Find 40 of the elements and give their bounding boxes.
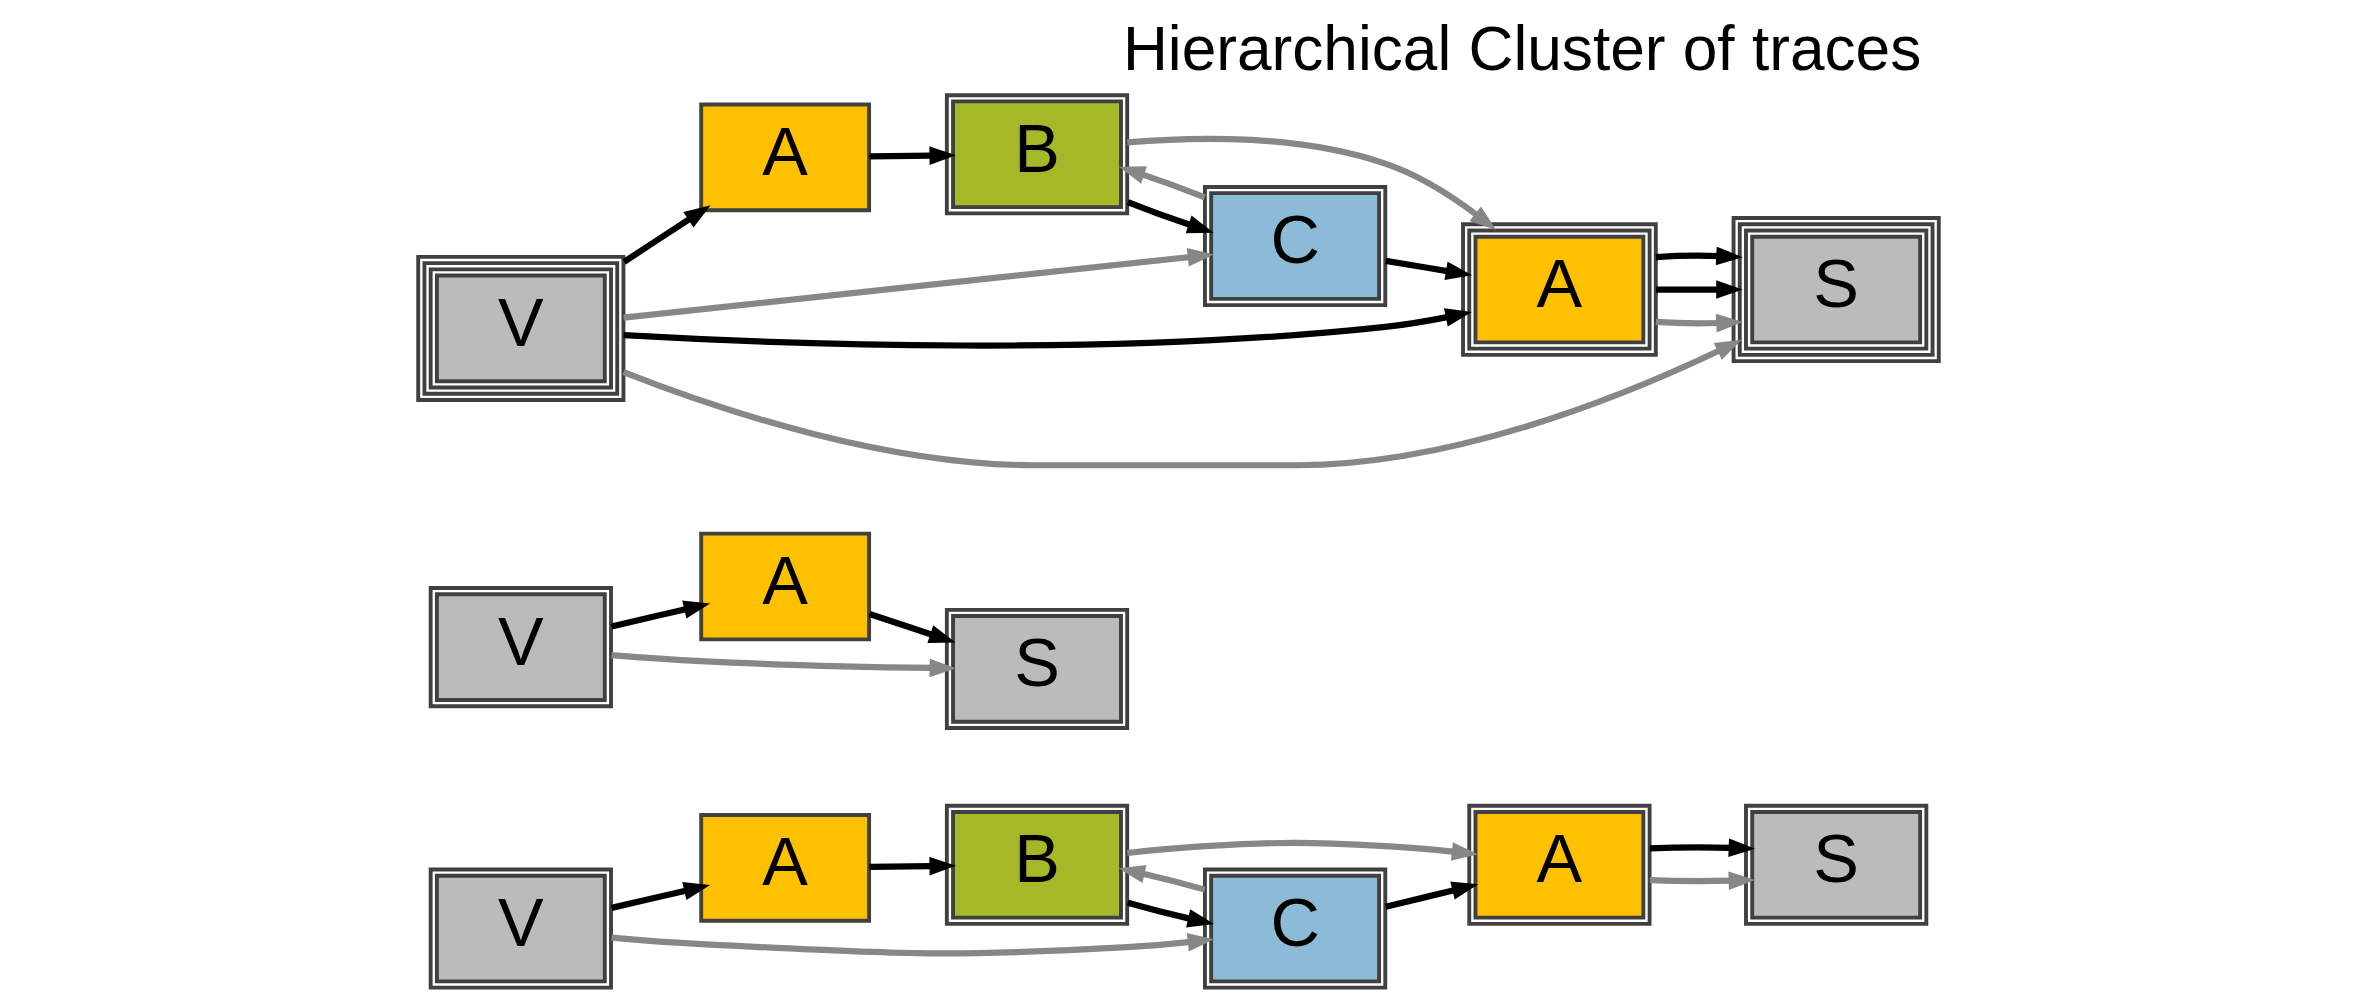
arrow xyxy=(622,205,711,265)
node-box: A xyxy=(1467,803,1652,926)
arrow xyxy=(611,933,1215,957)
arrow xyxy=(1655,280,1743,299)
node-box: B xyxy=(944,803,1130,926)
arrow xyxy=(1118,864,1206,893)
arrow xyxy=(1649,871,1756,891)
diagram-title: Hierarchical Cluster of traces xyxy=(1122,14,1922,84)
arrow xyxy=(869,856,956,876)
arrow xyxy=(1655,246,1743,266)
arrow xyxy=(1126,199,1214,234)
node-box: B xyxy=(944,93,1130,216)
node-box: A xyxy=(1461,222,1658,357)
node-box: S xyxy=(944,607,1130,730)
node-box: S xyxy=(1731,216,1941,363)
node-box: V xyxy=(428,867,613,990)
arrow xyxy=(1127,135,1497,231)
arrow xyxy=(869,146,956,165)
arrow xyxy=(610,600,711,630)
arrow xyxy=(1118,166,1206,201)
arrow xyxy=(623,248,1215,321)
node-box: C xyxy=(1203,185,1388,308)
arrow xyxy=(610,881,711,911)
arrow xyxy=(1649,838,1756,857)
arrow xyxy=(622,339,1742,469)
arrow xyxy=(1127,839,1479,861)
node-box: A xyxy=(699,531,872,642)
node-box: A xyxy=(699,813,872,923)
arrow xyxy=(868,611,956,643)
node-box: S xyxy=(1744,803,1929,926)
node-box: V xyxy=(428,586,613,709)
node-box: C xyxy=(1203,867,1388,990)
arrow xyxy=(1655,313,1743,333)
arrow xyxy=(1385,257,1473,281)
arrow xyxy=(611,652,957,678)
arrow xyxy=(1385,881,1479,910)
node-box: A xyxy=(699,102,872,213)
node-box: V xyxy=(416,254,626,402)
arrow xyxy=(623,308,1472,349)
arrow xyxy=(1126,899,1215,928)
